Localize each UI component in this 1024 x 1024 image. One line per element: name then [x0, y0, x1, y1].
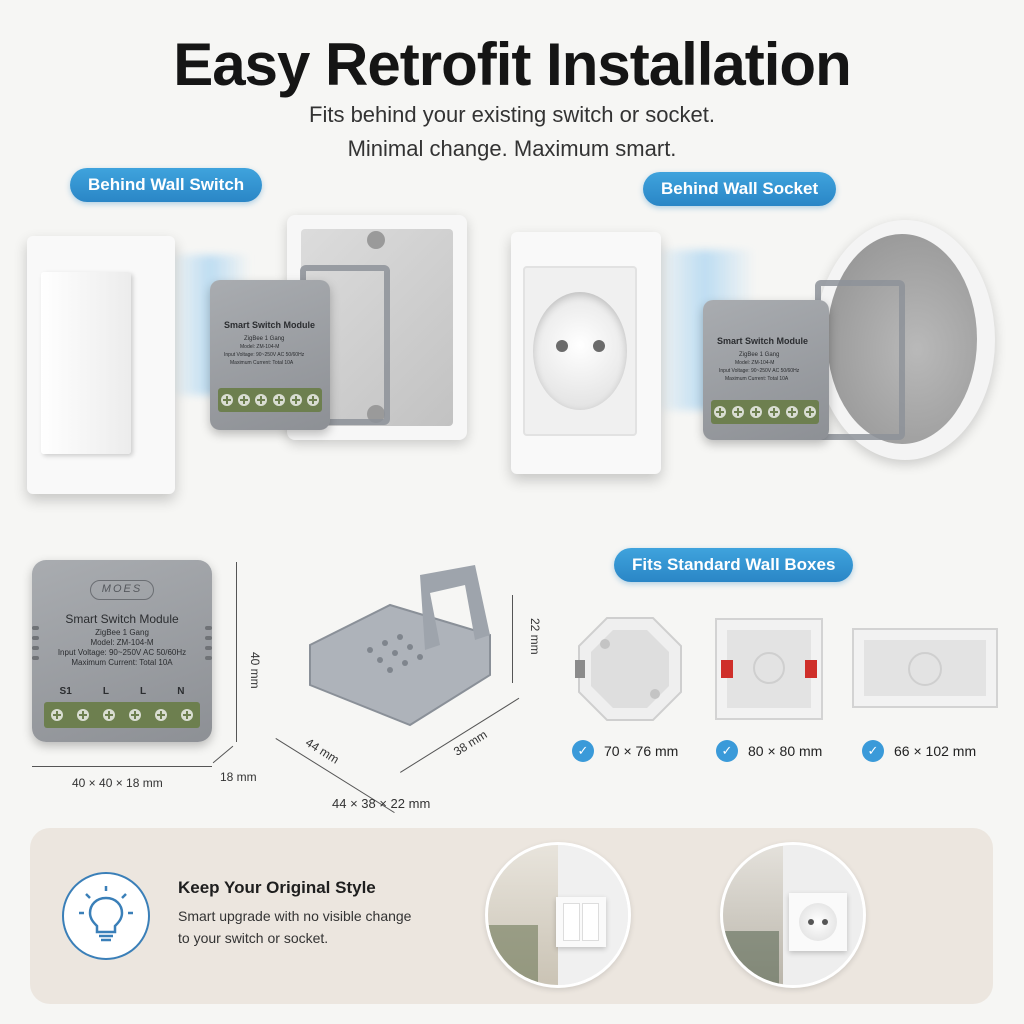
dim-line-width — [32, 766, 212, 767]
dim-module-size: 40 × 40 × 18 mm — [72, 776, 163, 790]
switch-photo — [485, 842, 631, 988]
style-heading: Keep Your Original Style — [178, 878, 376, 897]
switch-scene: Smart Switch Module ZigBee 1 Gang Model:… — [0, 205, 500, 505]
subtitle-line-2: Minimal change. Maximum smart. — [347, 136, 677, 161]
terminal-block — [711, 400, 819, 424]
check-icon: ✓ — [716, 740, 738, 762]
dim-module-height: 40 mm — [248, 652, 262, 689]
octagon-box — [575, 614, 685, 724]
rectangular-box — [852, 628, 998, 708]
check-icon: ✓ — [862, 740, 884, 762]
dim-line-bracket-height — [512, 595, 513, 683]
box-size-3: ✓ 66 × 102 mm — [862, 740, 976, 762]
module-front-view: MOES Smart Switch Module ZigBee 1 Gang M… — [32, 560, 212, 742]
dim-module-depth: 18 mm — [220, 770, 257, 784]
style-line-2: to your switch or socket. — [178, 930, 329, 946]
terminal-label: N — [177, 686, 185, 697]
terminal-block — [44, 702, 200, 728]
brand-logo: MOES — [90, 580, 154, 600]
check-icon: ✓ — [572, 740, 594, 762]
lightbulb-badge — [62, 872, 150, 960]
fits-boxes-badge: Fits Standard Wall Boxes — [614, 548, 854, 582]
bracket-view — [300, 565, 500, 745]
module-socket-scene: Smart Switch Module ZigBee 1 Gang Model:… — [703, 300, 829, 440]
behind-socket-badge: Behind Wall Socket — [643, 172, 837, 206]
page-title: Easy Retrofit Installation — [173, 31, 851, 98]
style-line-1: Smart upgrade with no visible change — [178, 908, 412, 924]
bracket-drawing — [309, 565, 491, 727]
subtitle-line-1: Fits behind your existing switch or sock… — [309, 102, 715, 127]
socket-photo — [720, 842, 866, 988]
box-size-2: ✓ 80 × 80 mm — [716, 740, 822, 762]
dim-line-height — [236, 562, 237, 742]
module-name: Smart Switch Module — [65, 612, 179, 626]
dim-bracket-size: 44 × 38 × 22 mm — [332, 796, 431, 811]
wall-switch — [27, 236, 175, 494]
square-box — [715, 618, 823, 720]
behind-switch-badge: Behind Wall Switch — [70, 168, 263, 202]
terminal-label: L — [140, 686, 147, 697]
style-panel: Keep Your Original Style Smart upgrade w… — [30, 828, 993, 1004]
terminal-label: L — [102, 686, 109, 697]
terminal-block — [218, 388, 322, 412]
module-name: Smart Switch Module — [224, 320, 316, 330]
wall-socket — [511, 232, 661, 474]
dim-bracket-height: 22 mm — [528, 618, 542, 655]
terminal-label: S1 — [59, 686, 72, 697]
box-size-1: ✓ 70 × 76 mm — [572, 740, 678, 762]
dim-line-depth — [212, 745, 234, 764]
lightbulb-icon — [79, 886, 133, 942]
module-switch-scene: Smart Switch Module ZigBee 1 Gang Model:… — [210, 280, 330, 430]
socket-scene: Smart Switch Module ZigBee 1 Gang Model:… — [505, 210, 1015, 490]
